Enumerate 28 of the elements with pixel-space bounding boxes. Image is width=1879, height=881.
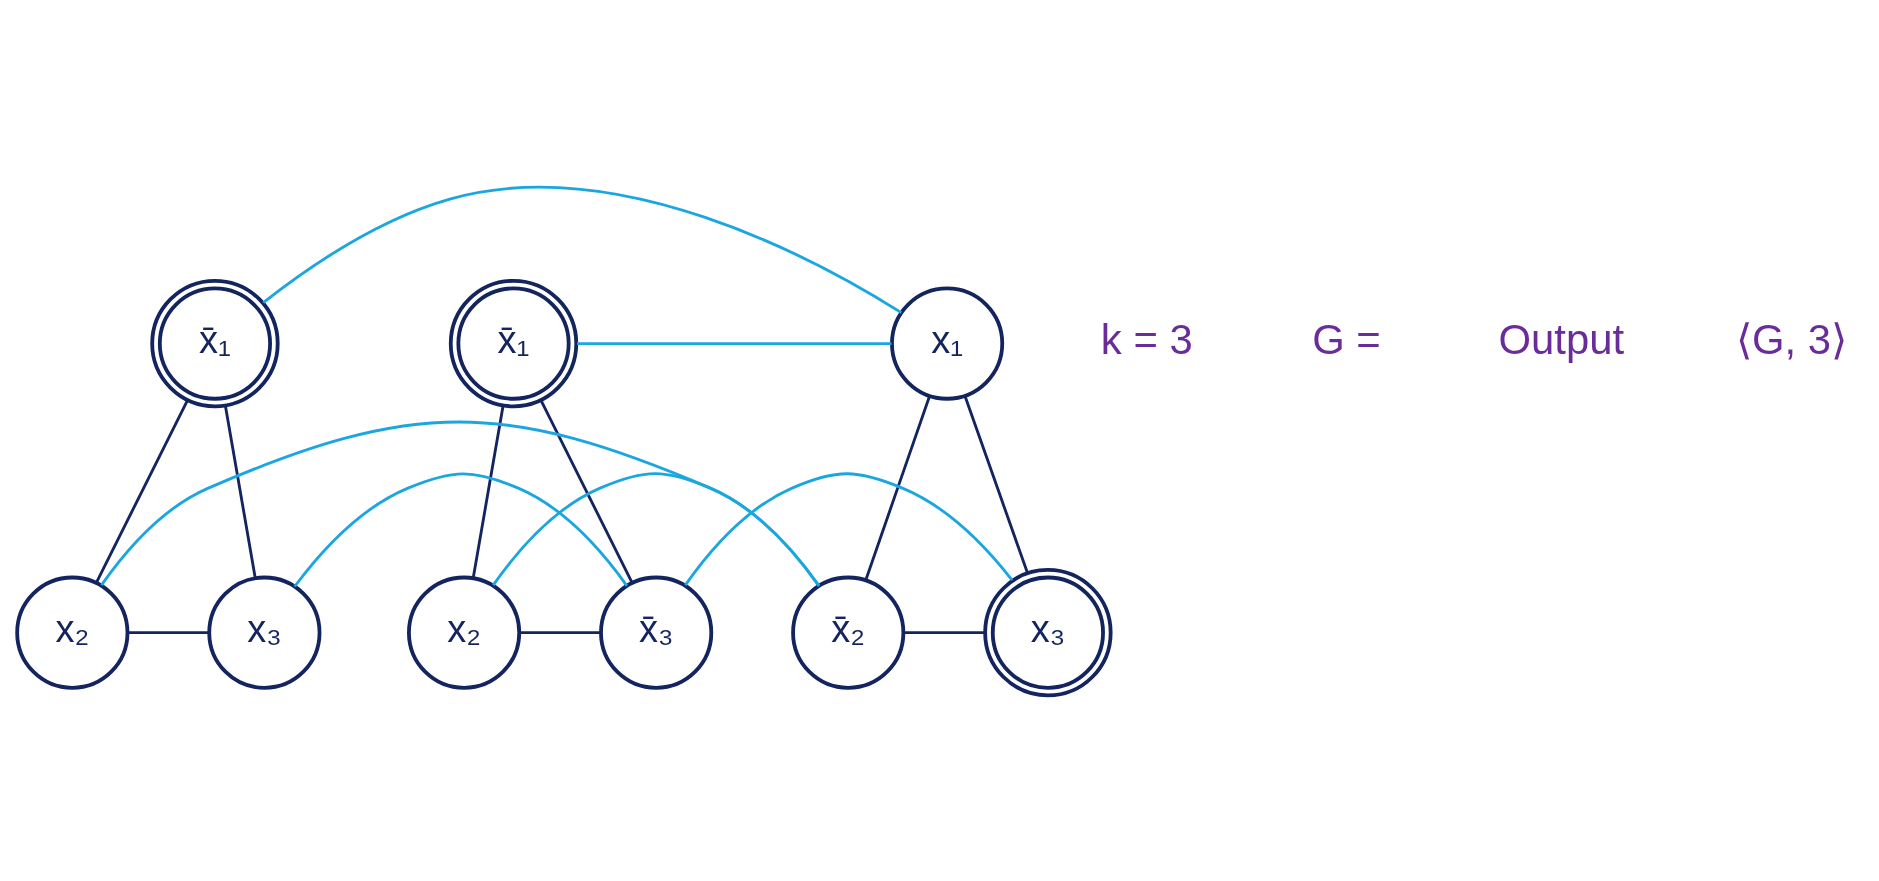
- connector: [471, 405, 505, 578]
- node-circle: x₂: [407, 575, 522, 690]
- node-circle: x₂: [15, 575, 130, 690]
- connector: [864, 395, 931, 581]
- node-circle: x₃: [983, 567, 1113, 697]
- connector: [577, 341, 892, 345]
- connector: [262, 185, 902, 314]
- connector: [293, 471, 629, 587]
- connector: [100, 420, 821, 587]
- connector: [224, 405, 257, 578]
- connector: [684, 471, 1014, 586]
- connector: [539, 399, 634, 583]
- node-circle: x̄₁: [448, 278, 579, 408]
- node-circle: x̄₃: [599, 575, 714, 690]
- connector: [95, 399, 189, 583]
- label: k = 3: [1100, 315, 1193, 363]
- node-circle: x̄₁: [150, 278, 280, 408]
- connector: [963, 394, 1029, 573]
- node-circle: x₁: [890, 286, 1005, 401]
- connector: [903, 630, 985, 634]
- connector: [127, 630, 209, 634]
- node-circle: x₃: [207, 575, 322, 690]
- node-circle: x̄₂: [791, 575, 906, 690]
- label: ⟨G, 3⟩: [1735, 315, 1847, 363]
- connector: [492, 471, 821, 587]
- label: Output: [1498, 315, 1625, 363]
- connector: [519, 630, 601, 634]
- label: G =: [1312, 315, 1381, 363]
